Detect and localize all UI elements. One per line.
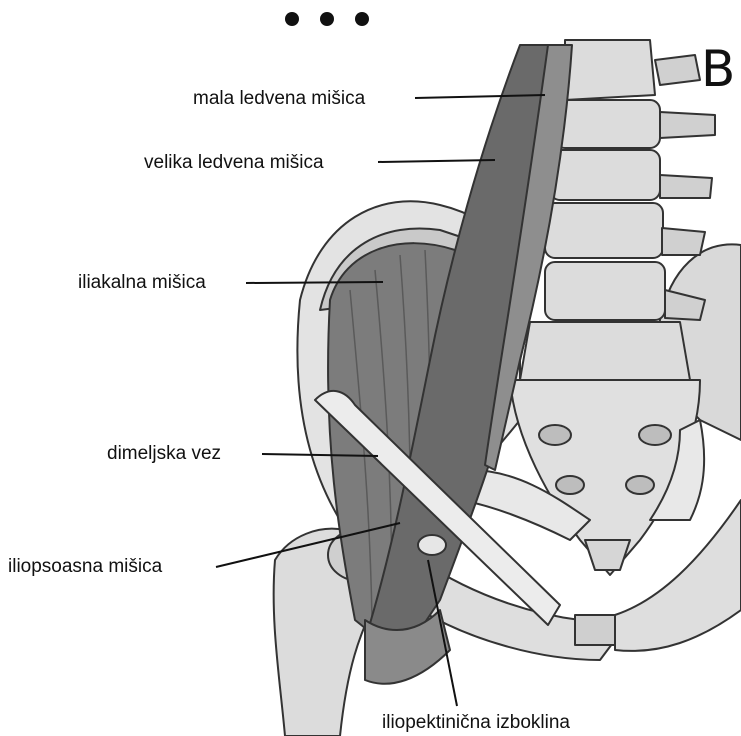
panel-letter: B: [701, 44, 735, 94]
coccyx: [585, 540, 630, 570]
label-psoas-minor: mala ledvena mišica: [193, 89, 365, 108]
label-psoas-major: velika ledvena mišica: [144, 153, 324, 172]
label-inguinal-ligament: dimeljska vez: [107, 444, 221, 463]
pubic-symphysis: [575, 615, 615, 645]
label-iliopectineal-eminence: iliopektinična izboklina: [382, 713, 570, 732]
label-iliacus: iliakalna mišica: [78, 273, 206, 292]
label-iliopsoas: iliopsoasna mišica: [8, 557, 162, 576]
iliopectineal-eminence-bump: [418, 535, 446, 555]
